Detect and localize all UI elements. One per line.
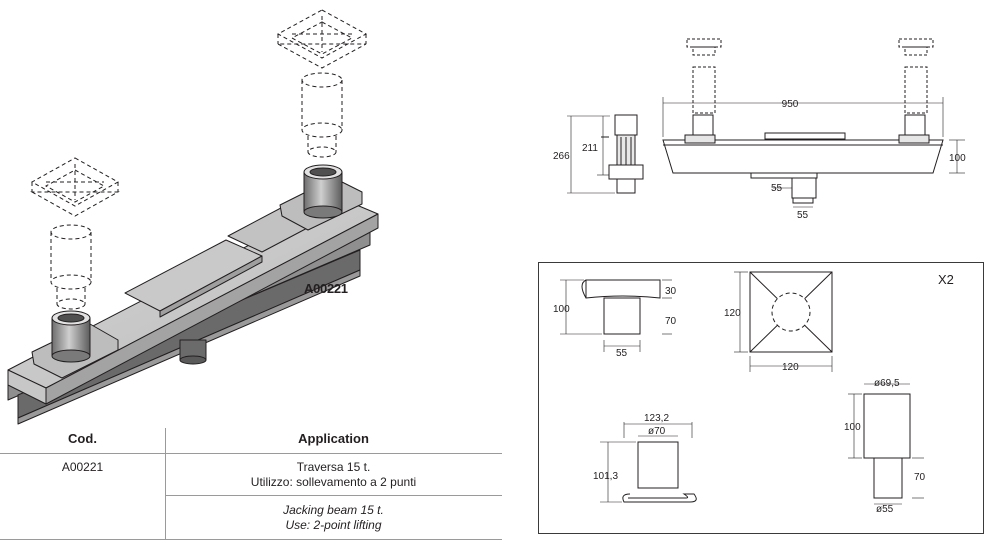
dim-width: 950 (782, 99, 799, 110)
clamp-width: 123,2 (644, 413, 669, 424)
saddle-width: 55 (616, 348, 628, 359)
saddle-cap: 30 (665, 286, 677, 297)
header-application: Application (298, 431, 369, 446)
application-en-line2: Use: 2-point lifting (285, 518, 382, 532)
cylinder-bottom-diameter: ø55 (876, 504, 894, 515)
beam-isometric-illustration (7, 9, 379, 425)
header-divider (0, 453, 502, 454)
dim-height-inner: 211 (582, 143, 598, 154)
cylinder-top-diameter: ø69,5 (874, 378, 900, 389)
plate-width: 120 (782, 362, 799, 373)
column-divider (165, 428, 166, 540)
product-table: Cod. Application A00221 Traversa 15 t. U… (0, 428, 502, 549)
application-it-line2: Utilizzo: sollevamento a 2 punti (250, 475, 417, 489)
table-bottom-line (0, 539, 502, 540)
dim-foot-width: 55 (797, 210, 809, 221)
clamp-diameter: ø70 (648, 426, 666, 437)
clamp-height: 101,3 (593, 471, 618, 482)
dim-beam-height: 100 (949, 153, 966, 164)
accessory-details-frame: 100 30 70 55 120 120 123,2 ø70 101,3 ø69… (538, 262, 984, 534)
dim-plate-width: 55 (771, 183, 783, 194)
header-code: Cod. (68, 431, 97, 446)
beam-technical-drawing: 950 266 211 100 55 55 (553, 38, 966, 221)
lang-divider (165, 495, 502, 496)
plate-height: 120 (724, 308, 741, 319)
saddle-height: 100 (553, 304, 570, 315)
dim-height-total: 266 (553, 151, 570, 162)
application-it-line1: Traversa 15 t. (296, 460, 371, 474)
row-code: A00221 (61, 460, 104, 474)
quantity-label: X2 (938, 272, 954, 287)
cylinder-height: 100 (844, 422, 861, 433)
saddle-stem: 70 (665, 316, 677, 327)
application-en-line1: Jacking beam 15 t. (283, 503, 384, 517)
cylinder-stem: 70 (914, 472, 926, 483)
product-code-label: A00221 (304, 281, 348, 296)
